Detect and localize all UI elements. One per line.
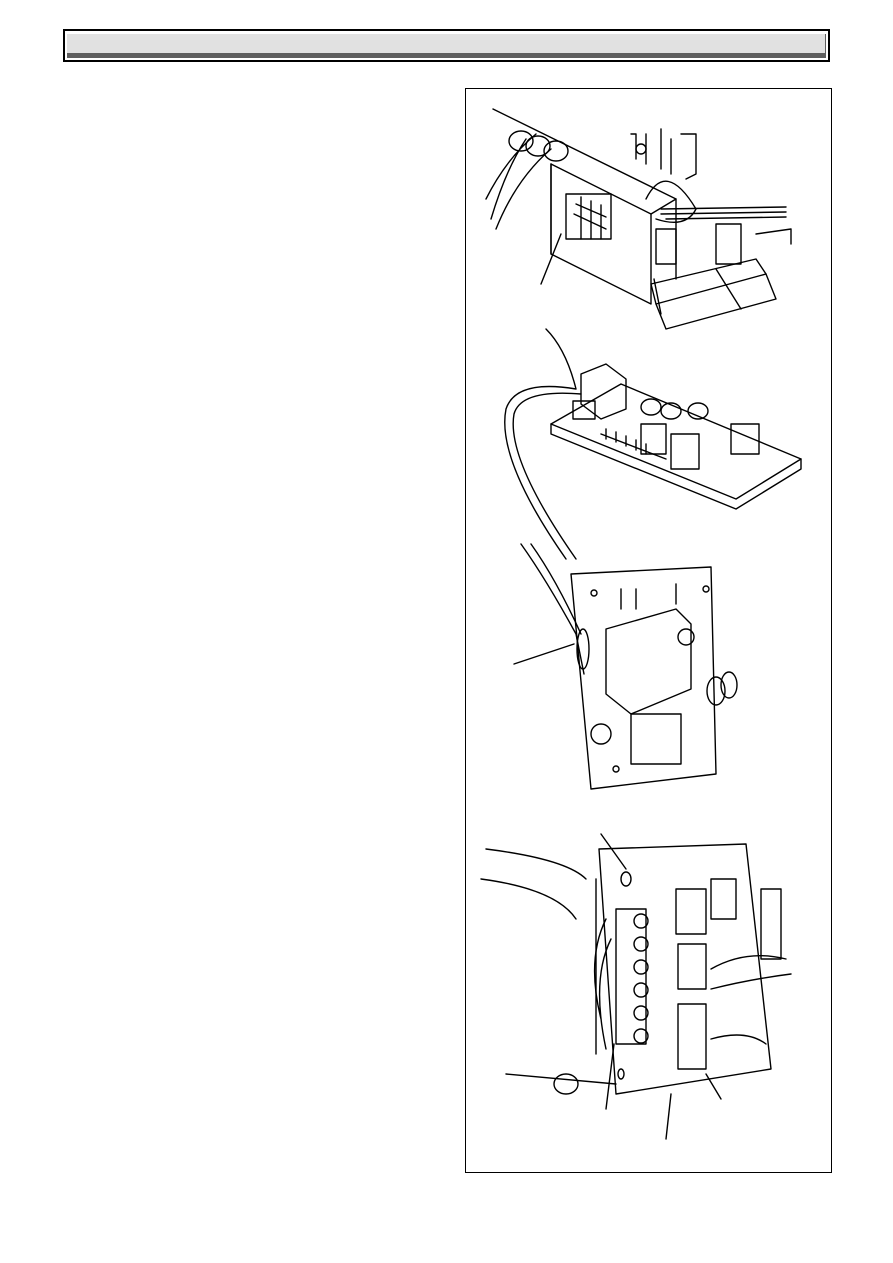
terminal-panel-illustration bbox=[480, 833, 792, 1140]
section-header-fill bbox=[67, 34, 826, 58]
section-header-bar bbox=[63, 29, 830, 62]
control-box-illustration bbox=[485, 108, 792, 330]
mounting-plate-illustration bbox=[513, 543, 738, 790]
figure-illustrations bbox=[480, 108, 802, 1140]
figure-frame bbox=[465, 88, 832, 1173]
pcb-illustration bbox=[504, 328, 802, 560]
